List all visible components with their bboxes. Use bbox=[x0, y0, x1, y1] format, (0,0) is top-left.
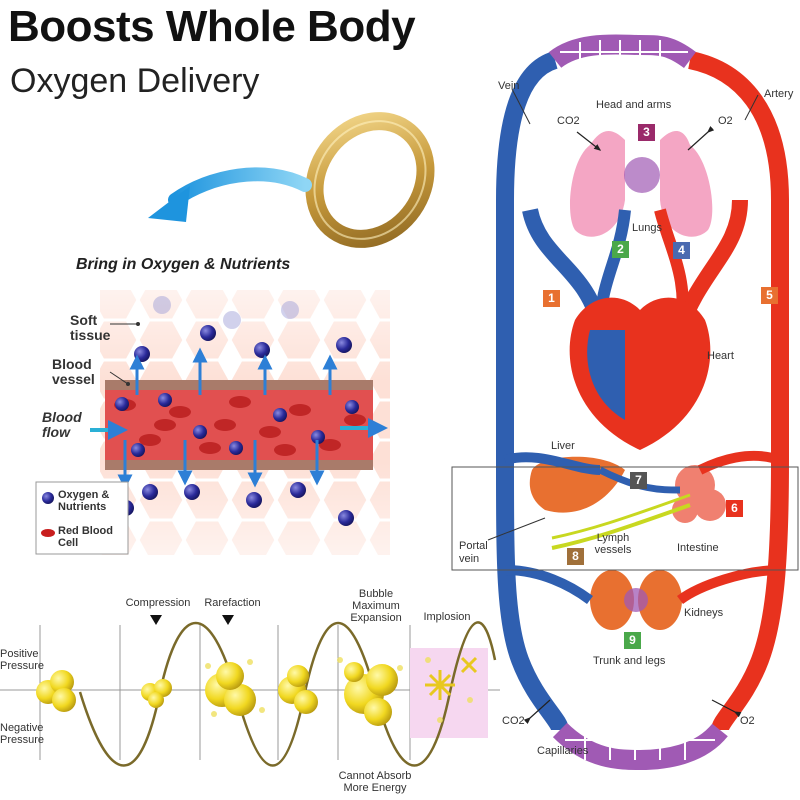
legend-oxygen-label: Oxygen & Nutrients bbox=[58, 489, 110, 513]
trunk-legs-label: Trunk and legs bbox=[593, 655, 666, 667]
circulatory-system-diagram bbox=[451, 34, 799, 771]
kidneys-label: Kidneys bbox=[684, 607, 724, 619]
liver-label: Liver bbox=[551, 440, 575, 452]
marker-3: 3 bbox=[638, 124, 655, 141]
marker-4: 4 bbox=[673, 242, 690, 259]
marker-7: 7 bbox=[630, 472, 647, 489]
compression-label: Compression bbox=[125, 597, 191, 609]
positive-pressure-label: Positive Pressure bbox=[0, 648, 45, 672]
intestine-label: Intestine bbox=[677, 542, 719, 554]
marker-8: 8 bbox=[567, 548, 584, 565]
marker-5: 5 bbox=[761, 287, 778, 304]
lymph-vessels-label: Lymph vessels bbox=[594, 532, 632, 556]
cannot-absorb-label: Cannot Absorb More Energy bbox=[338, 770, 412, 794]
soft-tissue-label: Soft tissue bbox=[70, 312, 111, 343]
head-arms-label: Head and arms bbox=[596, 99, 672, 111]
heart-label: Heart bbox=[707, 350, 734, 362]
curved-arrow-icon bbox=[148, 167, 312, 222]
blood-vessel-label: Blood vessel bbox=[52, 356, 95, 387]
tissue-diagram bbox=[90, 290, 390, 555]
legend-rbc-label: Red Blood Cell bbox=[58, 525, 113, 549]
bubble-expansion-label: Bubble Maximum Expansion bbox=[350, 588, 402, 624]
lungs-label: Lungs bbox=[632, 222, 662, 234]
cavitation-diagram bbox=[0, 615, 500, 767]
portal-vein-label: Portal vein bbox=[459, 540, 488, 565]
page-subtitle: Oxygen Delivery bbox=[10, 62, 260, 100]
marker-9: 9 bbox=[624, 632, 641, 649]
vein-label: Vein bbox=[498, 80, 520, 92]
gold-ring-image bbox=[305, 112, 435, 248]
marker-1: 1 bbox=[543, 290, 560, 307]
o2-top-label: O2 bbox=[718, 115, 733, 127]
o2-bottom-label: O2 bbox=[740, 715, 755, 727]
marker-2: 2 bbox=[612, 241, 629, 258]
artery-label: Artery bbox=[764, 88, 794, 100]
implosion-label: Implosion bbox=[423, 611, 471, 623]
tissue-caption: Bring in Oxygen & Nutrients bbox=[76, 256, 291, 273]
co2-bottom-label: CO2 bbox=[502, 715, 525, 727]
capillaries-label: Capillaries bbox=[537, 745, 589, 757]
blood-flow-label: Blood flow bbox=[42, 409, 82, 440]
marker-6: 6 bbox=[726, 500, 743, 517]
page-title: Boosts Whole Body bbox=[8, 2, 416, 51]
rarefaction-label: Rarefaction bbox=[204, 597, 261, 609]
negative-pressure-label: Negative Pressure bbox=[0, 722, 45, 746]
co2-top-label: CO2 bbox=[557, 115, 580, 127]
legend-box bbox=[35, 481, 129, 555]
